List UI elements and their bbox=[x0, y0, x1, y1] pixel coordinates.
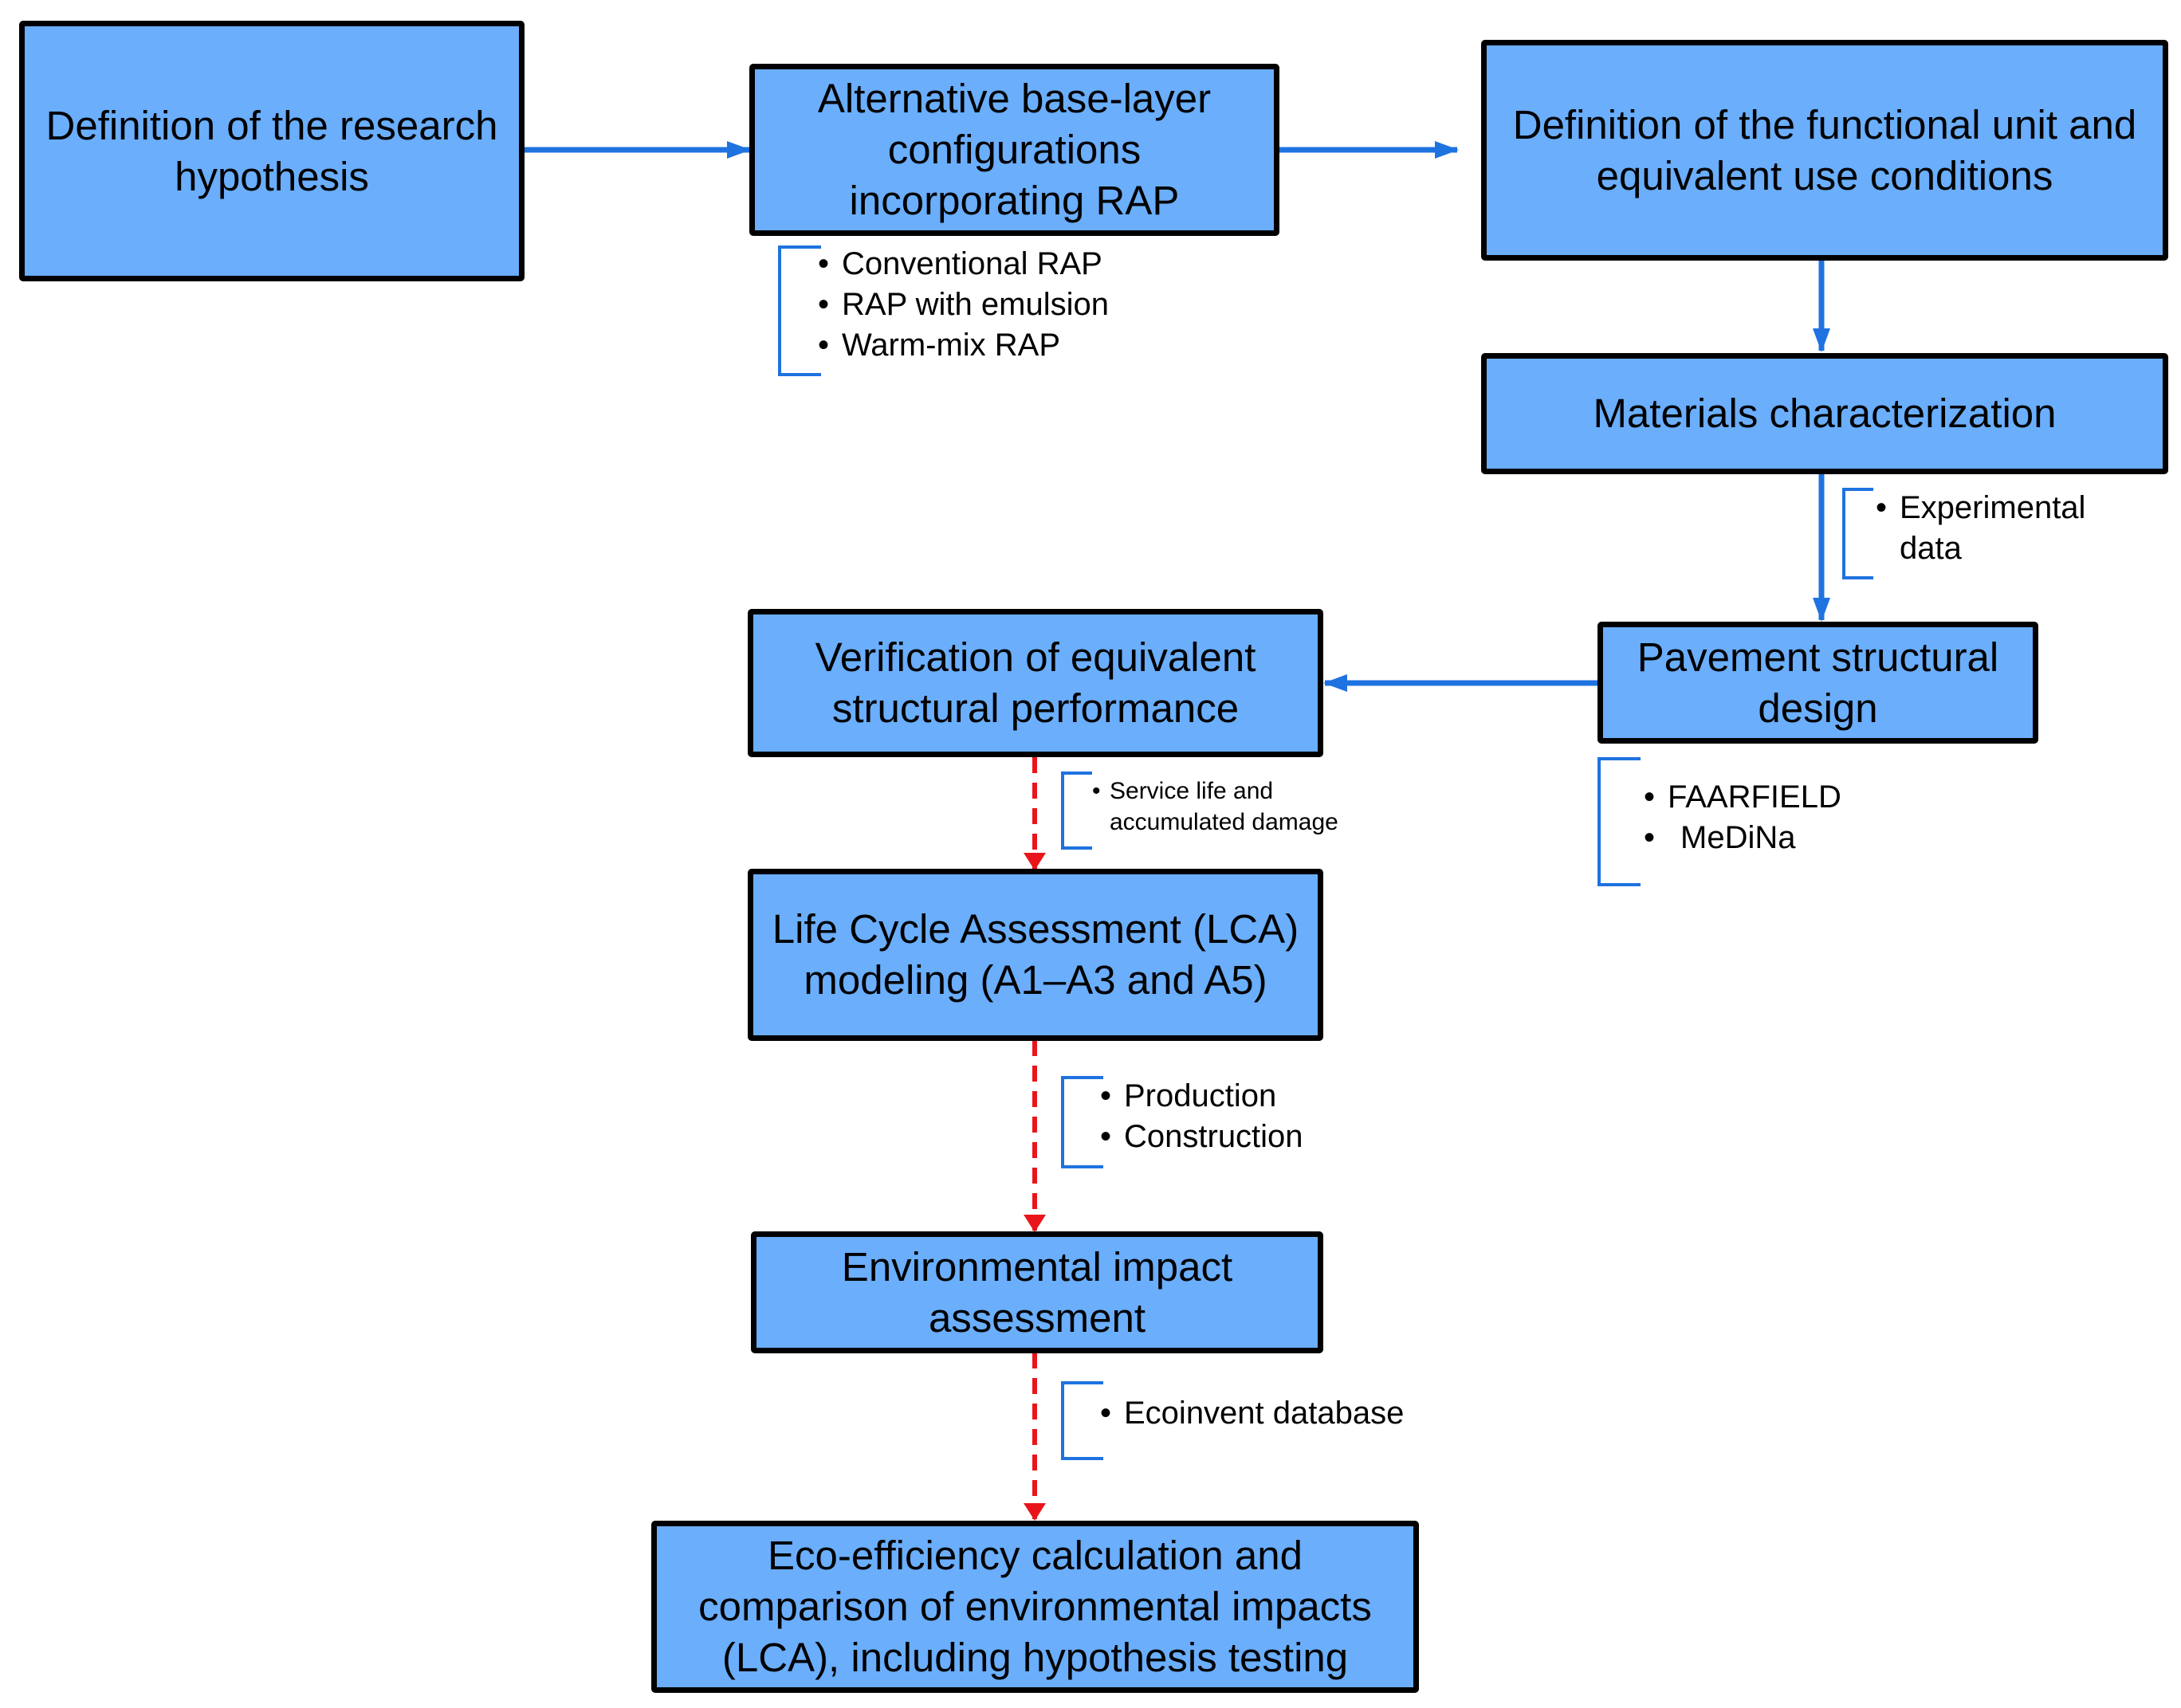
eco-efficiency-box: Eco-efficiency calculation and compariso… bbox=[651, 1521, 1419, 1693]
base-layer-label: Alternative base-layer configurations in… bbox=[817, 76, 1212, 223]
base-layer-box: Alternative base-layer configurations in… bbox=[749, 64, 1279, 236]
bracket-materials-data bbox=[1842, 488, 1873, 579]
database-list: Ecoinvent database bbox=[1100, 1393, 1404, 1434]
functional-unit-label: Definition of the functional unit and eq… bbox=[1512, 101, 2137, 198]
verification-criteria-list: Service life and accumulated damage bbox=[1092, 775, 1363, 838]
bracket-rap-types bbox=[778, 245, 821, 376]
list-item: Ecoinvent database bbox=[1100, 1393, 1404, 1434]
materials-data-list: Experimental data bbox=[1876, 488, 2139, 569]
bracket-design-tools bbox=[1597, 757, 1641, 886]
list-item: Service life and accumulated damage bbox=[1092, 775, 1363, 838]
pavement-design-box: Pavement structural design bbox=[1597, 622, 2038, 744]
list-item: Experimental data bbox=[1876, 488, 2139, 569]
list-item: RAP with emulsion bbox=[818, 285, 1109, 325]
eco-efficiency-label: Eco-efficiency calculation and compariso… bbox=[698, 1533, 1372, 1680]
list-item: MeDiNa bbox=[1644, 818, 1841, 858]
verification-label: Verification of equivalent structural pe… bbox=[815, 634, 1256, 731]
bracket-lca-stages bbox=[1061, 1076, 1103, 1168]
list-item: Warm-mix RAP bbox=[818, 325, 1109, 366]
bracket-database bbox=[1061, 1381, 1103, 1460]
environmental-impact-box: Environmental impact assessment bbox=[751, 1231, 1323, 1353]
environmental-impact-label: Environmental impact assessment bbox=[841, 1243, 1233, 1341]
lca-modeling-box: Life Cycle Assessment (LCA) modeling (A1… bbox=[748, 869, 1323, 1041]
functional-unit-box: Definition of the functional unit and eq… bbox=[1481, 40, 2168, 261]
lca-modeling-label: Life Cycle Assessment (LCA) modeling (A1… bbox=[772, 906, 1299, 1003]
list-item: Production bbox=[1100, 1076, 1303, 1117]
research-hypothesis-box: Definition of the research hypothesis bbox=[19, 21, 525, 281]
list-item: FAARFIELD bbox=[1644, 777, 1841, 818]
list-item: Construction bbox=[1100, 1117, 1303, 1157]
materials-label: Materials characterization bbox=[1593, 391, 2057, 436]
rap-types-list: Conventional RAP RAP with emulsion Warm-… bbox=[818, 244, 1109, 366]
design-tools-list: FAARFIELD MeDiNa bbox=[1644, 777, 1841, 858]
verification-box: Verification of equivalent structural pe… bbox=[748, 609, 1323, 757]
research-hypothesis-label: Definition of the research hypothesis bbox=[45, 102, 498, 199]
lca-stages-list: Production Construction bbox=[1100, 1076, 1303, 1157]
materials-box: Materials characterization bbox=[1481, 353, 2168, 474]
list-item: Conventional RAP bbox=[818, 244, 1109, 285]
pavement-design-label: Pavement structural design bbox=[1637, 634, 1999, 731]
bracket-verification-criteria bbox=[1061, 772, 1092, 850]
